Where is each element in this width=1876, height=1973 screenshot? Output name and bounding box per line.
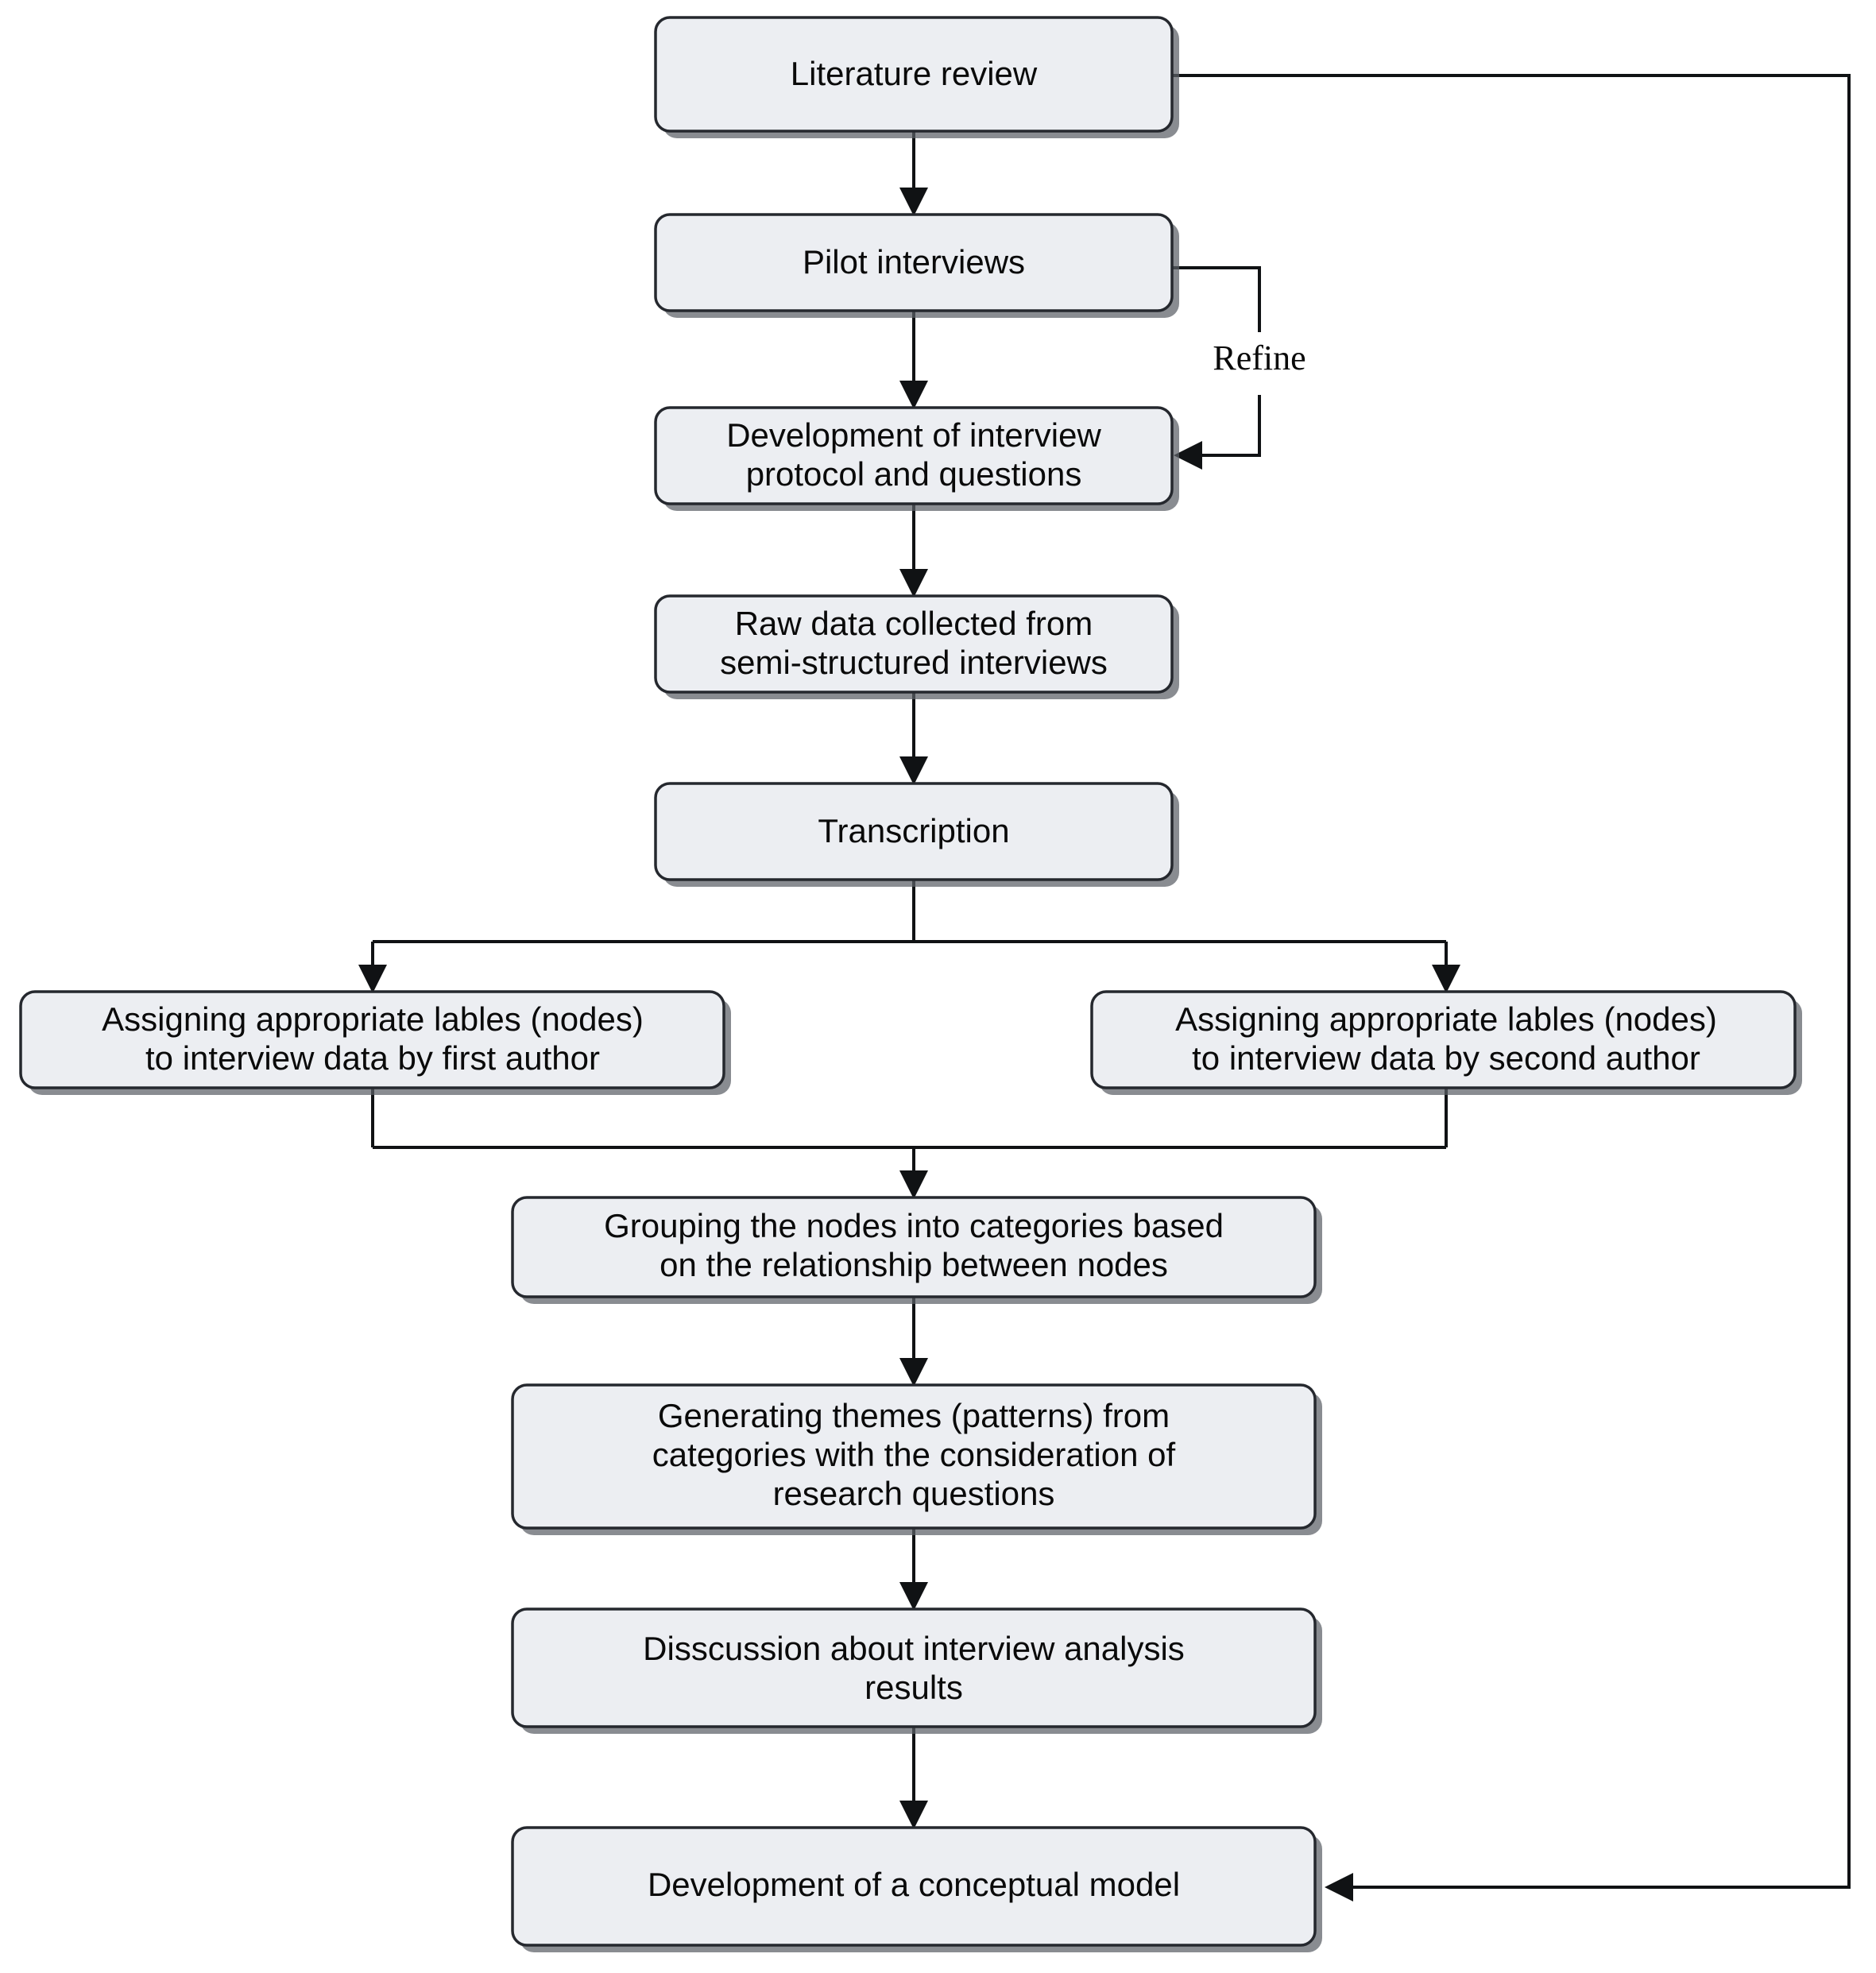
node-assigning-lables-first-author[interactable]: Assigning appropriate lables (nodes) to … [19, 990, 731, 1095]
edge-pilot-to-development [899, 311, 928, 409]
node-body [511, 1196, 1317, 1298]
node-label-line-2: research questions [773, 1475, 1055, 1512]
edge-transcription-split [358, 880, 1460, 993]
node-label-line-1: categories with the consideration of [652, 1436, 1176, 1473]
edge-development-to-rawdata [899, 504, 928, 598]
node-label-line-1: to interview data by first author [145, 1039, 600, 1077]
node-label-line-0: Development of a conceptual model [648, 1866, 1180, 1903]
node-literature-review[interactable]: Literature review [654, 16, 1179, 138]
node-body [654, 782, 1174, 881]
edge-layer: Refine [358, 74, 1851, 1901]
node-assigning-lables-second-author[interactable]: Assigning appropriate lables (nodes) to … [1090, 990, 1802, 1095]
node-body [511, 1826, 1317, 1947]
node-label-line-0: Literature review [791, 55, 1038, 92]
edge-authors-merge-to-grouping [371, 1088, 1448, 1199]
node-label-line-0: Assigning appropriate lables (nodes) [102, 1000, 644, 1038]
node-development-of-conceptual-model[interactable]: Development of a conceptual model [511, 1826, 1322, 1952]
node-body [511, 1383, 1317, 1530]
node-body [19, 990, 725, 1089]
node-label-line-0: Generating themes (patterns) from [658, 1397, 1170, 1434]
node-label-line-0: Pilot interviews [803, 243, 1025, 280]
arrowhead-icon [899, 756, 928, 785]
edge-rawdata-to-transcription [899, 692, 928, 785]
node-discussion-about-results[interactable]: Disscussion about interview analysis res… [511, 1607, 1322, 1734]
node-generating-themes[interactable]: Generating themes (patterns) from catego… [511, 1383, 1322, 1535]
node-body [654, 16, 1174, 133]
edge-literature-to-model-feedback [1172, 74, 1851, 1901]
edge-path-upper [1172, 266, 1261, 332]
node-raw-data-collected[interactable]: Raw data collected from semi-structured … [654, 594, 1179, 699]
node-label-line-0: Transcription [818, 812, 1009, 849]
arrowhead-icon [899, 569, 928, 598]
edge-discussion-to-model [899, 1727, 928, 1829]
node-label-line-0: Disscussion about interview analysis [643, 1630, 1185, 1667]
edge-path-lower [1189, 395, 1261, 457]
edge-grouping-to-themes [899, 1297, 928, 1387]
node-label-line-0: Raw data collected from [735, 605, 1093, 642]
node-body [654, 213, 1174, 312]
edge-themes-to-discussion [899, 1528, 928, 1611]
arrowhead-icon [899, 1801, 928, 1829]
arrowhead-icon [899, 188, 928, 216]
node-label-line-1: to interview data by second author [1192, 1039, 1700, 1077]
node-label-line-0: Grouping the nodes into categories based [604, 1207, 1224, 1244]
node-body [1090, 990, 1797, 1089]
node-label-line-1: semi-structured interviews [720, 644, 1108, 681]
arrowhead-icon [899, 381, 928, 409]
node-pilot-interviews[interactable]: Pilot interviews [654, 213, 1179, 318]
node-body [654, 406, 1174, 505]
edge-path [1172, 74, 1851, 1889]
node-transcription[interactable]: Transcription [654, 782, 1179, 887]
edge-literature-to-pilot [899, 131, 928, 216]
edge-label-refine: Refine [1213, 339, 1305, 377]
node-label-line-0: Development of interview [726, 416, 1101, 454]
arrowhead-icon [1325, 1873, 1353, 1901]
arrowhead-icon-right [1432, 965, 1460, 993]
arrowhead-icon [1174, 441, 1202, 470]
edge-pilot-refine-loop: Refine [1172, 266, 1306, 470]
node-grouping-nodes-into-categories[interactable]: Grouping the nodes into categories based… [511, 1196, 1322, 1304]
node-label-line-1: protocol and questions [746, 455, 1082, 493]
node-body [511, 1607, 1317, 1728]
arrowhead-icon [899, 1358, 928, 1387]
arrowhead-icon-left [358, 965, 387, 993]
node-body [654, 594, 1174, 694]
node-development-of-interview-protocol[interactable]: Development of interview protocol and qu… [654, 406, 1179, 511]
node-label-line-1: results [865, 1669, 963, 1706]
node-label-line-1: on the relationship between nodes [660, 1246, 1168, 1283]
arrowhead-icon [899, 1170, 928, 1199]
node-label-line-0: Assigning appropriate lables (nodes) [1175, 1000, 1717, 1038]
node-layer: Literature review Pilot interviews Devel… [19, 16, 1802, 1952]
arrowhead-icon [899, 1582, 928, 1611]
